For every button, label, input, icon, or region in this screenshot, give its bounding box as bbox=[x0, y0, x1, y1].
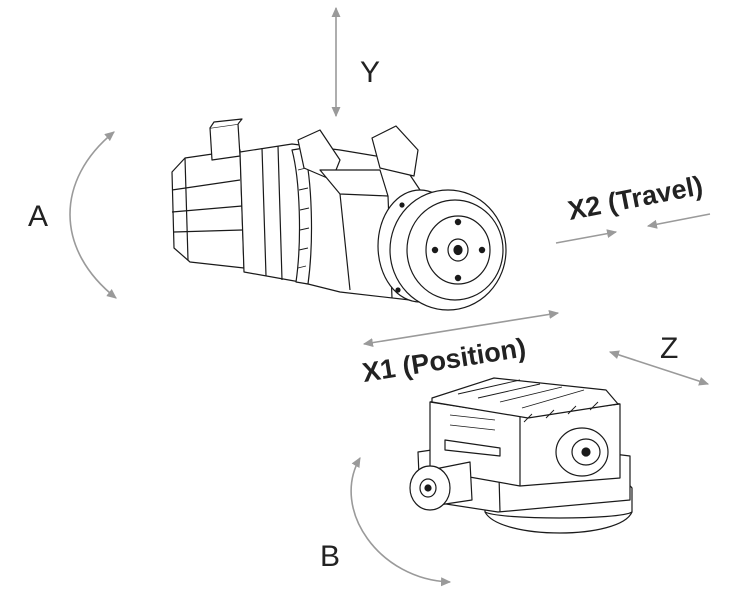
a-axis-label: A bbox=[28, 200, 48, 233]
b-axis-arrow bbox=[350, 457, 452, 587]
t-slot-table bbox=[431, 377, 619, 419]
z-axis-label: Z bbox=[660, 332, 678, 365]
b-axis-label: B bbox=[320, 540, 340, 573]
top-clamp-right bbox=[371, 125, 419, 177]
z-axis-arrow bbox=[608, 350, 710, 386]
a-axis-arrow bbox=[69, 131, 117, 299]
x2-axis-label: X2 (Travel) bbox=[565, 170, 705, 226]
y-axis-label: Y bbox=[360, 56, 380, 89]
scale-plate bbox=[291, 147, 313, 285]
axis-arrows bbox=[69, 6, 711, 587]
x1-axis-arrow bbox=[362, 309, 560, 348]
x2-arrow-right bbox=[555, 229, 618, 244]
motor-cap bbox=[209, 123, 241, 161]
rotary-table-assembly bbox=[409, 377, 633, 534]
x2-arrow-left bbox=[646, 213, 711, 229]
spindle-head-assembly bbox=[171, 118, 507, 311]
